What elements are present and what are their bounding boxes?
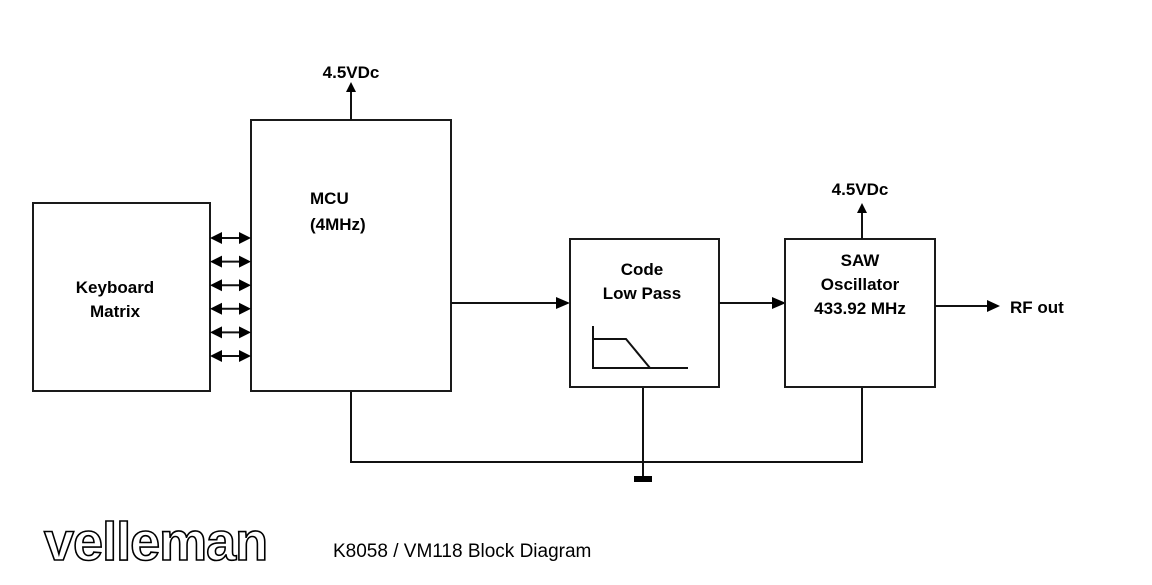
low-pass-filter-icon [592,326,688,369]
lowpass-label-line1: Code [621,260,664,279]
saw-oscillator-block: SAW Oscillator 433.92 MHz [784,238,936,388]
mcu-block: MCU (4MHz) [250,119,452,392]
saw-label-line3: 433.92 MHz [814,299,906,318]
saw-label-line1: SAW [841,251,881,270]
bidirectional-arrow-icon [210,279,251,292]
arrow-up-icon [346,82,356,92]
mcu-to-lowpass-connection [451,297,570,309]
lowpass-to-saw-connection [719,297,786,309]
saw-supply: 4.5VDc [832,180,889,239]
ground-icon [634,476,652,482]
keyboard-label-line2: Matrix [90,302,141,321]
bidirectional-arrow-icon [210,302,251,315]
arrow-up-icon [857,203,867,213]
mcu-supply: 4.5VDc [323,63,380,120]
saw-supply-label: 4.5VDc [832,180,889,199]
rf-output: RF out [935,298,1064,317]
bidirectional-arrow-icon [210,326,251,339]
saw-label-line2: Oscillator [821,275,900,294]
keyboard-mcu-bus [210,232,251,362]
rf-out-label: RF out [1010,298,1064,317]
arrow-right-icon [987,300,1000,312]
diagram-title: K8058 / VM118 Block Diagram [333,541,591,562]
mcu-label-line2: (4MHz) [310,215,366,234]
code-low-pass-block: Code Low Pass [569,238,720,388]
ground-bus [350,387,863,482]
mcu-supply-label: 4.5VDc [323,63,380,82]
velleman-logo: velleman [44,512,267,572]
bidirectional-arrow-icon [210,255,251,268]
arrow-right-icon [556,297,570,309]
keyboard-label-line1: Keyboard [76,278,154,297]
keyboard-matrix-block: Keyboard Matrix [32,202,211,392]
mcu-label-line1: MCU [310,189,349,208]
lowpass-label-line2: Low Pass [603,284,681,303]
bidirectional-arrow-icon [210,350,251,362]
bidirectional-arrow-icon [210,232,251,244]
arrow-right-icon [772,297,786,309]
